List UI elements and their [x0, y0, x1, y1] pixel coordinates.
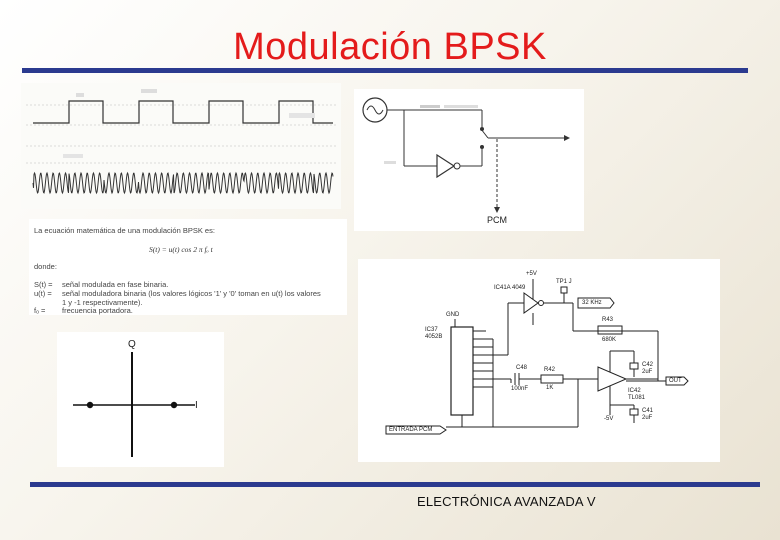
ic37-part-label: 4052B — [425, 334, 443, 340]
c42-value: 2uF — [642, 369, 653, 375]
r43-label: R43 — [602, 317, 614, 323]
c48-label: C48 — [516, 365, 528, 371]
ic42-label: IC42 — [628, 388, 641, 394]
definition-row: u(t) =señal moduladora binaria (los valo… — [34, 289, 321, 298]
slide-title: Modulación BPSK — [233, 26, 547, 68]
r42-value: 1K — [546, 385, 554, 391]
c48-value: 100nF — [511, 386, 529, 392]
bpsk-constellation-diagram: Q I — [57, 332, 224, 467]
clock-label: 32 KHz — [582, 300, 602, 306]
bpsk-waveform-image — [21, 83, 341, 209]
q-axis-label: Q — [128, 339, 136, 350]
pcm-label: PCM — [487, 215, 507, 225]
definition-row: S(t) =señal modulada en fase binaria. — [34, 280, 169, 289]
ic37-label: IC37 — [425, 327, 438, 333]
c41-value: 2uF — [642, 415, 653, 421]
ic42-part-label: TL081 — [628, 395, 646, 401]
c42-label: C42 — [642, 362, 654, 368]
sine-source-icon — [362, 97, 388, 123]
definition-row: fₒ =frecuencia portadora. — [34, 306, 133, 315]
footer-rule — [30, 482, 760, 487]
vminus-label: -5V — [604, 416, 614, 422]
vplus-label: +5V — [526, 271, 537, 277]
digital-signal-trace — [33, 100, 333, 124]
i-axis-label: I — [195, 400, 198, 411]
bpsk-waveform-svg — [26, 89, 336, 195]
input-label: ENTRADA PCM — [389, 427, 433, 433]
footer-text: ELECTRÓNICA AVANZADA V — [417, 494, 596, 509]
bpsk-circuit-schematic: IC41A 4049 TP1 J 32 KHz IC37 4052B R43 6… — [358, 259, 720, 462]
c41-label: C41 — [642, 408, 654, 414]
tp1-label: TP1 J — [556, 279, 572, 285]
equation-formula: S(t) = u(t) cos 2 π fₒ t — [149, 245, 213, 254]
bpsk-equation-panel: La ecuación matemática de una modulación… — [29, 219, 347, 315]
pcm-switch-diagram: PCM — [354, 89, 584, 231]
title-underline — [22, 68, 748, 73]
r42-label: R42 — [544, 367, 556, 373]
bpsk-carrier-trace — [32, 171, 334, 195]
definition-row: 1 y -1 respectivamente). — [62, 298, 143, 307]
gnd-label: GND — [446, 312, 460, 318]
equation-intro: La ecuación matemática de una modulación… — [34, 226, 215, 235]
ic41a-label: IC41A 4049 — [494, 285, 526, 291]
inverter-icon — [436, 153, 461, 179]
equation-where: donde: — [34, 262, 57, 271]
switch-icon — [480, 127, 570, 149]
r43-value: 680K — [602, 337, 617, 343]
out-label: OUT — [669, 378, 682, 384]
constellation-point — [86, 401, 94, 409]
constellation-point — [170, 401, 178, 409]
